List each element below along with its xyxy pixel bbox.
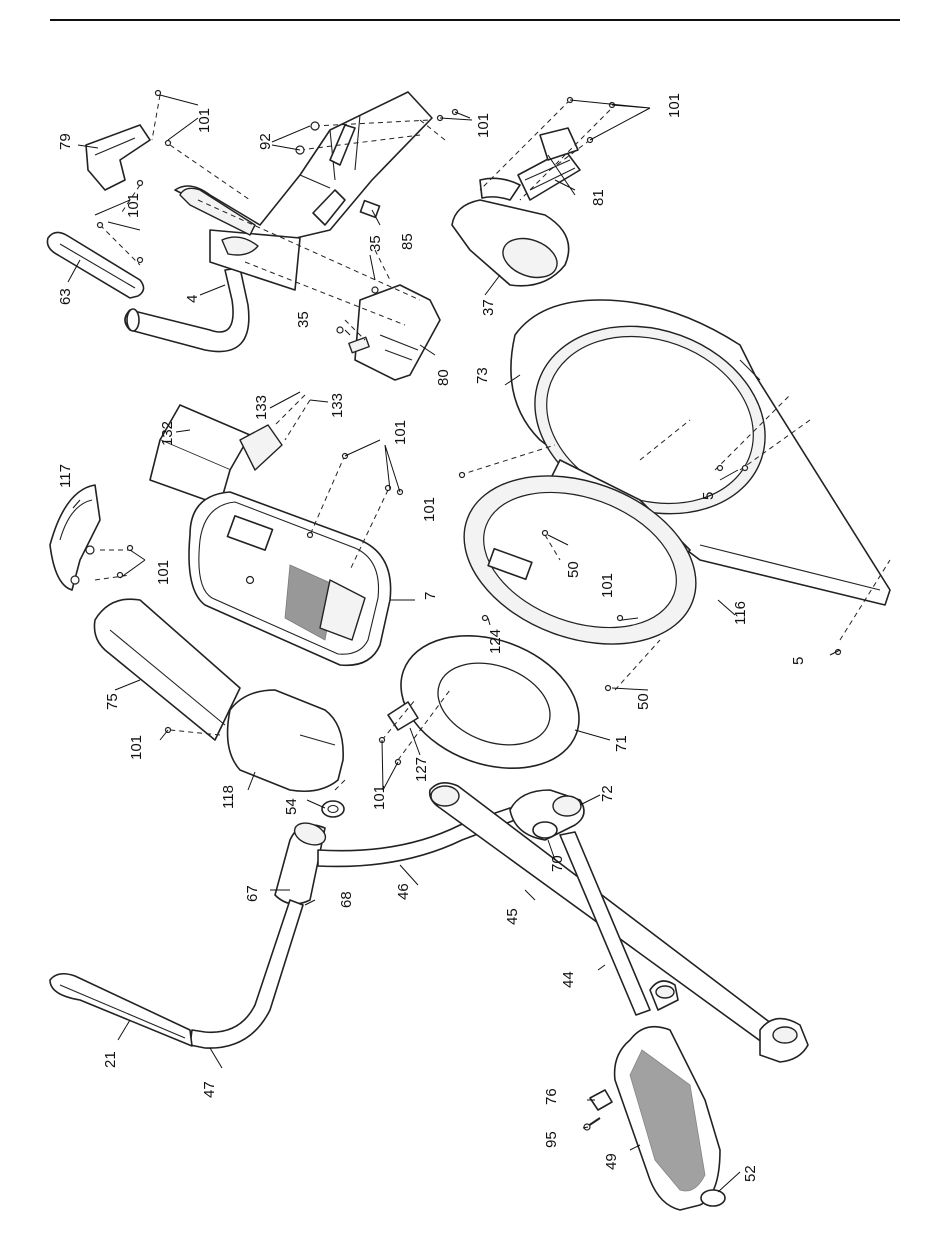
part-49-pedal [615, 1027, 720, 1210]
callout-116: 116 [732, 601, 749, 625]
callout-80: 80 [435, 369, 452, 386]
callout-81: 81 [590, 189, 607, 206]
callout-101-g: 101 [155, 560, 172, 585]
callout-73: 73 [474, 367, 491, 384]
part-70-pivot-bushing [533, 822, 557, 838]
callout-133-b: 133 [329, 393, 346, 418]
callout-44: 44 [560, 971, 577, 988]
part-54-bearing [322, 801, 344, 817]
callout-118: 118 [220, 785, 237, 809]
part-63-handle-grip [47, 232, 143, 298]
callout-49: 49 [603, 1153, 620, 1170]
part-upright-frame [175, 92, 432, 290]
callout-101-a: 101 [196, 108, 213, 133]
part-118-front-cover [228, 690, 344, 791]
callout-7: 7 [422, 592, 439, 600]
callout-35-a: 35 [367, 235, 384, 252]
callout-63: 63 [57, 288, 74, 305]
callout-79: 79 [57, 133, 74, 150]
callout-132: 132 [159, 421, 176, 446]
callout-5-a: 5 [700, 492, 717, 500]
callout-101-d: 101 [125, 193, 142, 218]
callout-54: 54 [283, 798, 300, 815]
callout-76: 76 [543, 1088, 560, 1105]
part-85-clip [360, 201, 379, 218]
callout-70: 70 [549, 855, 566, 872]
callout-127: 127 [413, 757, 430, 782]
part-75-front-shroud [94, 599, 240, 740]
callout-37: 37 [480, 299, 497, 316]
callout-85: 85 [399, 233, 416, 250]
callout-101-e: 101 [392, 420, 409, 445]
callout-71: 71 [613, 735, 630, 752]
callout-52: 52 [742, 1165, 759, 1182]
callout-50-b: 50 [635, 693, 652, 710]
callout-101-c: 101 [666, 93, 683, 118]
callout-67: 67 [244, 885, 261, 902]
part-80-rear-shroud [349, 285, 440, 380]
callout-101-i: 101 [128, 735, 145, 760]
part-117-upper-shroud [50, 485, 100, 590]
part-52-end-cap [701, 1190, 725, 1206]
part-4-upright-handlebar [125, 268, 249, 352]
callout-45: 45 [504, 908, 521, 925]
callout-35-b: 35 [295, 311, 312, 328]
part-37-handle-base [452, 178, 569, 286]
callout-46: 46 [395, 883, 412, 900]
callout-68: 68 [338, 891, 355, 908]
callout-117: 117 [57, 464, 74, 488]
part-95-screw [584, 1118, 600, 1130]
callout-75: 75 [104, 693, 121, 710]
callout-124: 124 [487, 629, 504, 654]
part-7-console [189, 492, 391, 665]
callout-92: 92 [257, 133, 274, 150]
callout-133-a: 133 [253, 395, 270, 420]
callout-21: 21 [102, 1051, 119, 1068]
callout-101-h: 101 [599, 573, 616, 598]
callout-72: 72 [599, 785, 616, 802]
callout-50-a: 50 [565, 561, 582, 578]
callout-4: 4 [184, 295, 201, 303]
callout-101-j: 101 [371, 785, 388, 810]
callout-101-f: 101 [421, 497, 438, 522]
part-47-lower-handle [190, 900, 303, 1048]
callout-5-b: 5 [790, 657, 807, 665]
callout-47: 47 [201, 1081, 218, 1098]
part-45-pedal-arm [430, 783, 808, 1062]
callout-101-b: 101 [475, 113, 492, 138]
callout-95: 95 [543, 1131, 560, 1148]
